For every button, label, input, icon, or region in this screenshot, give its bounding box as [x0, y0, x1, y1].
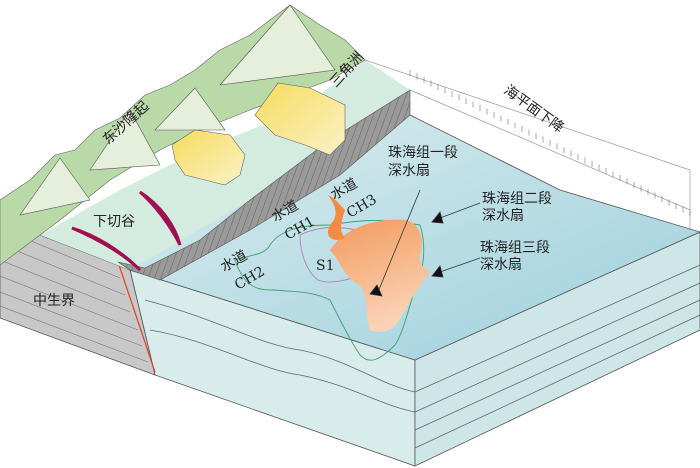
- label-fan2-line1: 珠海组二段: [482, 191, 552, 207]
- fan-outline-zhuhai-3: [234, 220, 425, 361]
- incised-valley-1: [71, 226, 142, 272]
- label-s1: S1: [316, 258, 335, 274]
- fault-line: [117, 261, 156, 373]
- stratum-lines: [144, 264, 700, 449]
- label-fan1-line2: 深水扇: [388, 163, 430, 179]
- sea-level-drop-ticks: [409, 70, 691, 216]
- label-fan3-line2: 深水扇: [480, 257, 522, 273]
- delta-lobe-1: [171, 129, 246, 186]
- label-fan3-line1: 珠海组三段: [480, 240, 550, 256]
- label-mesozoic: 中生界: [33, 293, 75, 309]
- incised-valley-2: [139, 190, 182, 246]
- fan-pointer-arrows: [369, 189, 481, 297]
- label-fan1-line1: 珠海组一段: [388, 145, 458, 161]
- label-incised-valley: 下切谷: [93, 214, 135, 230]
- channel-ch3: [327, 195, 345, 240]
- delta-lobe-2: [254, 82, 346, 156]
- label-fan2-line2: 深水扇: [482, 208, 524, 224]
- mountain-peaks: [19, 4, 336, 216]
- fan-zhuhai-2: [330, 219, 430, 332]
